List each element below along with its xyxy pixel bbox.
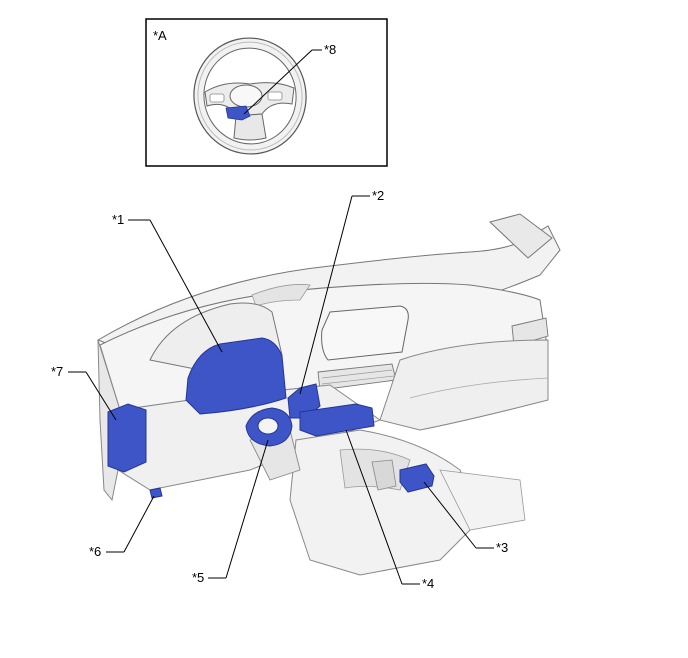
inset-label: *A — [153, 28, 167, 43]
callout-1: *1 — [112, 212, 124, 227]
part-4 — [299, 403, 375, 437]
callouts — [68, 195, 494, 585]
callout-2: *2 — [372, 188, 384, 203]
dashboard-icon — [96, 213, 561, 576]
part-1-combination-meter — [185, 337, 287, 415]
steering-wheel-icon — [193, 37, 307, 155]
part-6 — [149, 487, 163, 499]
part-7 — [107, 403, 147, 473]
inset-steering-wheel: *A *8 — [145, 18, 388, 167]
part-3 — [399, 463, 435, 493]
callout-4: *4 — [422, 576, 434, 591]
callout-8: *8 — [324, 42, 336, 57]
callout-5: *5 — [192, 570, 204, 585]
inset-highlight-part — [225, 105, 251, 121]
callout-7: *7 — [51, 364, 63, 379]
highlighted-components — [107, 337, 435, 499]
leader-8 — [243, 49, 313, 115]
callout-3: *3 — [496, 540, 508, 555]
callout-6: *6 — [89, 544, 101, 559]
